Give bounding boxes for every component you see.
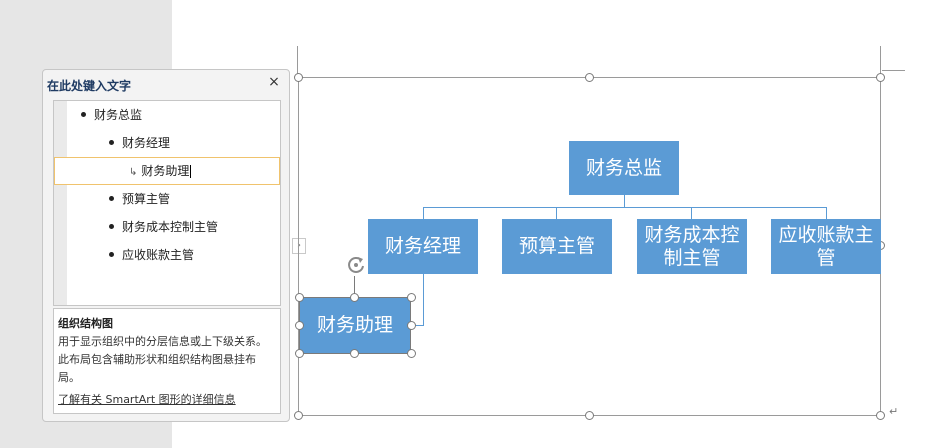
text-pane-toggle-button[interactable]: › <box>292 238 306 254</box>
shape-resize-handle[interactable] <box>407 349 416 358</box>
org-box-manager[interactable]: 财务经理 <box>368 219 478 274</box>
list-item-label: 财务经理 <box>122 136 171 150</box>
frame-resize-handle[interactable] <box>585 73 594 82</box>
sub-arrow-icon: ↳ <box>129 167 138 178</box>
list-gutter <box>54 101 67 305</box>
text-pane-list[interactable]: 财务总监 财务经理 ↳财务助理 预算主管 财务成本控制主管 应收账款主管 <box>53 100 281 306</box>
frame-resize-handle[interactable] <box>294 411 303 420</box>
connector-line <box>411 325 424 326</box>
org-box-receivable[interactable]: 应收账款主管 <box>771 219 881 274</box>
page-corner-mark <box>880 46 881 76</box>
connector-line <box>691 207 692 219</box>
shape-resize-handle[interactable] <box>295 293 304 302</box>
connector-line <box>423 207 827 208</box>
list-item[interactable]: 预算主管 <box>109 189 170 209</box>
page-corner-mark <box>882 70 905 71</box>
bullet-icon <box>109 224 114 229</box>
frame-resize-handle[interactable] <box>585 411 594 420</box>
connector-line <box>556 207 557 219</box>
rotate-handle-icon[interactable] <box>345 254 367 276</box>
layout-description-text: 用于显示组织中的分层信息或上下级关系。此布局包含辅助形状和组织结构图悬挂布局。 <box>58 335 267 384</box>
frame-resize-handle[interactable] <box>876 73 885 82</box>
text-pane: 在此处键入文字 × 财务总监 财务经理 ↳财务助理 预算主管 财务成本控制主管 … <box>42 69 290 422</box>
shape-resize-handle[interactable] <box>407 321 416 330</box>
shape-resize-handle[interactable] <box>295 321 304 330</box>
layout-name: 组织结构图 <box>58 317 113 330</box>
text-caret <box>190 165 192 178</box>
list-item-selected[interactable]: ↳财务助理 <box>54 157 280 185</box>
bullet-icon <box>109 252 114 257</box>
list-item[interactable]: 应收账款主管 <box>109 245 194 265</box>
shape-resize-handle[interactable] <box>350 349 359 358</box>
list-item-label: 财务助理 <box>141 164 190 178</box>
connector-line <box>624 195 625 208</box>
rotation-stem <box>354 276 355 294</box>
connector-line <box>826 207 827 219</box>
shape-resize-handle[interactable] <box>295 349 304 358</box>
org-box-budget[interactable]: 预算主管 <box>502 219 612 274</box>
org-box-director[interactable]: 财务总监 <box>569 141 679 195</box>
layout-description: 组织结构图 用于显示组织中的分层信息或上下级关系。此布局包含辅助形状和组织结构图… <box>53 308 281 414</box>
smartart-info-link[interactable]: 了解有关 SmartArt 图形的详细信息 <box>58 393 236 406</box>
text-pane-title: 在此处键入文字 <box>47 79 132 93</box>
bullet-icon <box>109 140 114 145</box>
list-item[interactable]: 财务经理 <box>109 133 170 153</box>
bullet-icon <box>81 112 86 117</box>
frame-resize-handle[interactable] <box>294 73 303 82</box>
shape-resize-handle[interactable] <box>350 293 359 302</box>
page-corner-mark <box>297 46 298 76</box>
list-item-label: 财务成本控制主管 <box>122 220 219 234</box>
org-box-assistant[interactable]: 财务助理 <box>299 297 411 354</box>
list-item-label: 财务总监 <box>94 108 143 122</box>
list-item[interactable]: 财务总监 <box>81 105 142 125</box>
frame-resize-handle[interactable] <box>876 411 885 420</box>
paragraph-mark-icon: ↵ <box>889 405 899 418</box>
list-item[interactable]: 财务成本控制主管 <box>109 217 218 237</box>
connector-line <box>423 274 424 326</box>
list-item-label: 预算主管 <box>122 192 171 206</box>
connector-line <box>423 207 424 219</box>
bullet-icon <box>109 196 114 201</box>
list-item-label: 应收账款主管 <box>122 248 195 262</box>
org-box-cost[interactable]: 财务成本控制主管 <box>637 219 747 274</box>
shape-resize-handle[interactable] <box>407 293 416 302</box>
close-icon[interactable]: × <box>268 74 280 90</box>
